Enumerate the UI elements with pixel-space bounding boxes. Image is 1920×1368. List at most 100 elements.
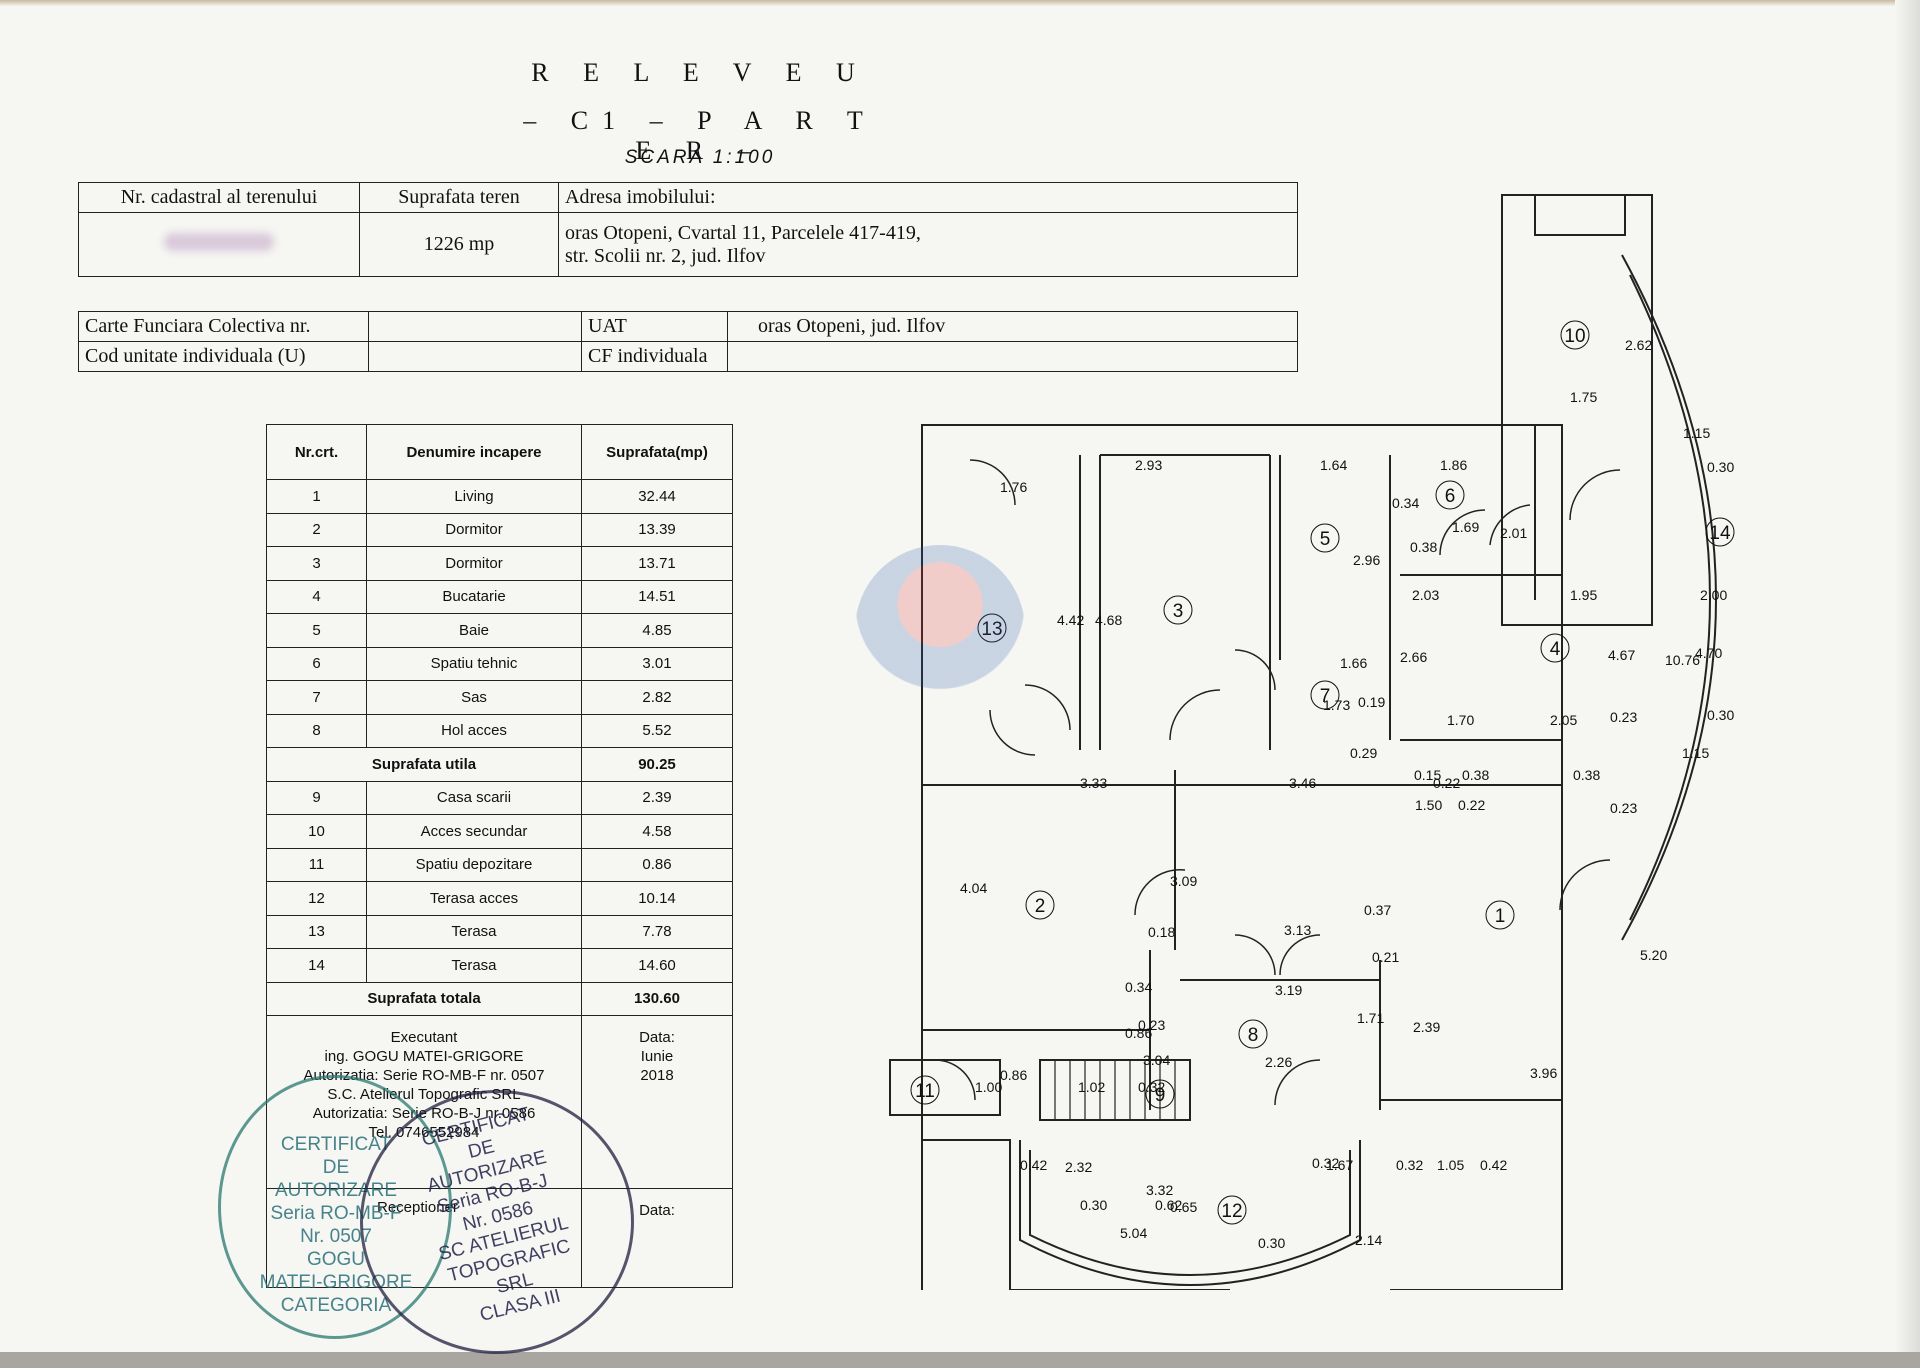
document-subtitle: – C1 – P A R T E R – [523, 106, 877, 165]
dimension-label: 4.70 [1695, 645, 1722, 661]
cf-colectiva-value [368, 311, 582, 342]
dimension-label: 0.23 [1138, 1017, 1165, 1033]
dimension-label: 0.42 [1480, 1157, 1507, 1173]
dimension-label: 1.02 [1078, 1079, 1105, 1095]
dimension-label: 0.86 [1125, 1025, 1152, 1041]
dimension-label: 3.46 [1289, 775, 1316, 791]
row-nr: 9 [266, 780, 367, 815]
row-nr: 6 [266, 646, 367, 681]
cf-colectiva-label: Carte Funciara Colectiva nr. [78, 311, 369, 342]
dimension-label: 1.71 [1357, 1010, 1384, 1026]
dimension-label: 4.67 [1608, 647, 1635, 663]
row-nr: 3 [266, 546, 367, 581]
row-area: 13.39 [581, 512, 733, 547]
row-nr: 2 [266, 512, 367, 547]
room-label: 14 [1709, 523, 1731, 544]
unit-code-label: Cod unitate individuala (U) [78, 341, 369, 372]
row-area: 4.58 [581, 814, 733, 849]
row-name: Spatiu depozitare [366, 847, 582, 882]
address-line2: str. Scolii nr. 2, jud. Ilfov [565, 244, 766, 267]
stamp-right: CERTIFICAT DE AUTORIZARE Seria RO-B-J Nr… [360, 1090, 634, 1354]
row-nr: 10 [266, 814, 367, 849]
dimension-label: 1.64 [1320, 457, 1347, 473]
dimension-label: 5.20 [1640, 947, 1667, 963]
address-line1: oras Otopeni, Cvartal 11, Parcelele 417-… [565, 221, 921, 244]
paper-top-edge [0, 0, 1920, 6]
dimension-label: 0.65 [1170, 1199, 1197, 1215]
dimension-label: 4.68 [1095, 612, 1122, 628]
uat-value: oras Otopeni, jud. Ilfov [727, 311, 1298, 342]
dimension-label: 1.73 [1323, 697, 1350, 713]
row-nr: 11 [266, 847, 367, 882]
header-name: Denumire incapere [366, 424, 582, 480]
row-nr: 5 [266, 613, 367, 648]
row-name: Dormitor [366, 512, 582, 547]
dimension-label: 2.26 [1265, 1054, 1292, 1070]
dimension-label: 0.19 [1358, 694, 1385, 710]
total-area-label: Suprafata totala [266, 981, 582, 1016]
dimension-label: 1.15 [1682, 745, 1709, 761]
cadastral-value [78, 212, 360, 277]
useful-area-label: Suprafata utila [266, 747, 582, 782]
dimension-label: 0.42 [1020, 1157, 1047, 1173]
dimension-label: 0.15 [1414, 767, 1441, 783]
cf-individuala-label: CF individuala [581, 341, 728, 372]
dimension-label: 0.62 [1155, 1197, 1182, 1213]
row-area: 32.44 [581, 479, 733, 514]
remax-watermark [855, 545, 1025, 715]
date-year: 2018 [640, 1067, 674, 1084]
dimension-label: 3.19 [1275, 982, 1302, 998]
total-area-value: 130.60 [581, 981, 733, 1016]
room-label: 12 [1221, 1201, 1242, 1222]
row-area: 14.60 [581, 948, 733, 983]
uat-table: Carte Funciara Colectiva nr. UAT oras Ot… [78, 311, 1298, 372]
row-nr: 14 [266, 948, 367, 983]
dimension-label: 0.34 [1125, 979, 1152, 995]
room-label: 11 [915, 1081, 935, 1102]
dimension-label: 0.32 [1396, 1157, 1423, 1173]
dimension-label: 1.67 [1326, 1157, 1353, 1173]
uat-label: UAT [581, 311, 728, 342]
dimension-label: 1.66 [1340, 655, 1367, 671]
row-name: Casa scarii [366, 780, 582, 815]
dimension-label: 2.39 [1413, 1019, 1440, 1035]
dimension-label: 1.76 [1000, 479, 1027, 495]
room-label: 6 [1445, 486, 1456, 507]
dimension-label: 2.14 [1355, 1232, 1382, 1248]
room-label: 8 [1248, 1025, 1259, 1046]
dimension-label: 1.75 [1570, 389, 1597, 405]
row-nr: 13 [266, 914, 367, 949]
dimension-label: 3.32 [1146, 1182, 1173, 1198]
dimension-label: 0.37 [1364, 902, 1391, 918]
dimension-label: 0.23 [1610, 709, 1637, 725]
room-label: 3 [1173, 601, 1184, 622]
dimension-label: 0.38 [1573, 767, 1600, 783]
row-nr: 1 [266, 479, 367, 514]
dimension-label: 0.32 [1138, 1079, 1165, 1095]
room-label: 7 [1320, 686, 1331, 707]
dimension-label: 0.38 [1462, 767, 1489, 783]
document-scale: SCARA 1:100 [624, 147, 776, 168]
dimension-label: 0.22 [1433, 775, 1460, 791]
dimension-label: 0.30 [1707, 459, 1734, 475]
dimension-label: 0.34 [1392, 495, 1419, 511]
dimension-label: 5.04 [1120, 1225, 1147, 1241]
address-value: oras Otopeni, Cvartal 11, Parcelele 417-… [558, 212, 1298, 277]
room-label: 9 [1155, 1085, 1166, 1106]
dimension-label: 1.86 [1440, 457, 1467, 473]
row-nr: 4 [266, 579, 367, 614]
